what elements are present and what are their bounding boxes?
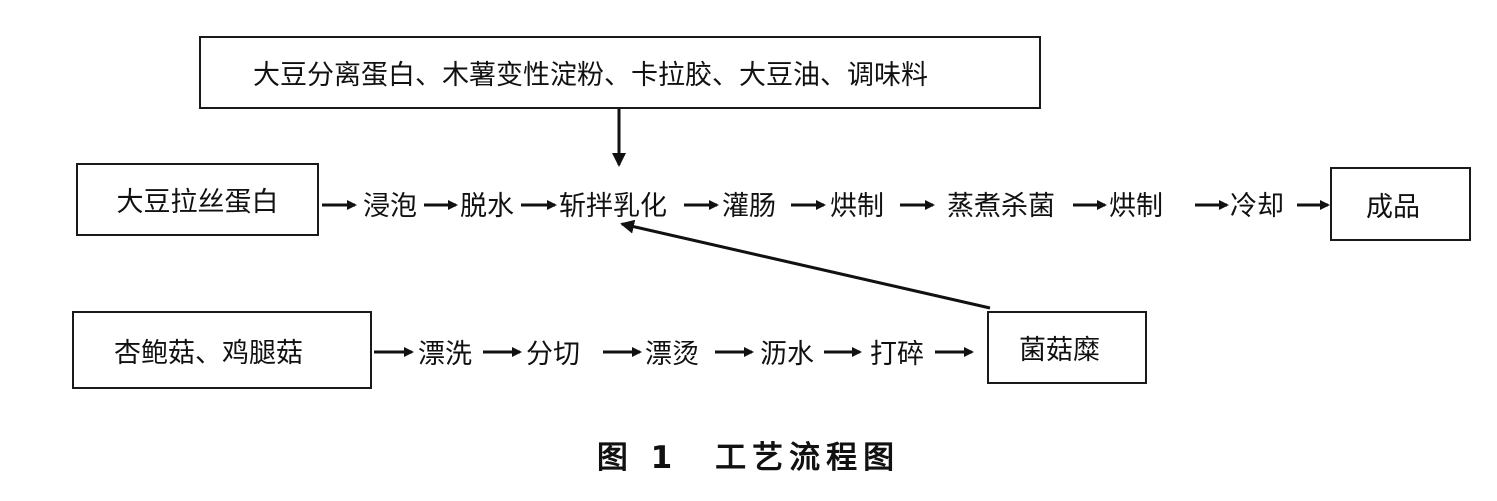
mushroom-paste-box: 菌菇糜: [987, 311, 1147, 384]
step-cool: 冷却: [1230, 191, 1284, 222]
step-blanch: 漂烫: [645, 339, 699, 370]
step-cut: 分切: [526, 339, 580, 370]
step-dehydrate: 脱水: [460, 191, 514, 222]
mushroom-box: 杏鲍菇、鸡腿菇: [72, 311, 372, 389]
step-crush: 打碎: [870, 339, 924, 370]
product-box: 成品: [1330, 167, 1471, 241]
mushroom-paste-text: 菌菇糜: [1019, 335, 1100, 366]
soy-protein-text: 大豆拉丝蛋白: [116, 187, 279, 218]
step-stuff-casing: 灌肠: [722, 191, 776, 222]
soy-protein-box: 大豆拉丝蛋白: [76, 163, 319, 236]
step-drain: 沥水: [760, 339, 814, 370]
product-text: 成品: [1366, 191, 1420, 223]
step-bake-2: 烘制: [1109, 191, 1163, 222]
ingredients-box: 大豆分离蛋白、木薯变性淀粉、卡拉胶、大豆油、调味料: [199, 36, 1041, 109]
step-bake-1: 烘制: [830, 191, 884, 222]
step-steam-sterilize: 蒸煮杀菌: [947, 191, 1055, 222]
ingredients-text: 大豆分离蛋白、木薯变性淀粉、卡拉胶、大豆油、调味料: [253, 60, 928, 91]
step-rinse: 漂洗: [418, 339, 472, 370]
step-chop-emulsify: 斩拌乳化: [559, 191, 667, 222]
arrow-paste-to-emulsify: [620, 219, 991, 310]
mushroom-text: 杏鲍菇、鸡腿菇: [114, 337, 303, 369]
figure-caption: 图 1 工艺流程图: [596, 440, 901, 476]
step-soak: 浸泡: [363, 191, 417, 222]
